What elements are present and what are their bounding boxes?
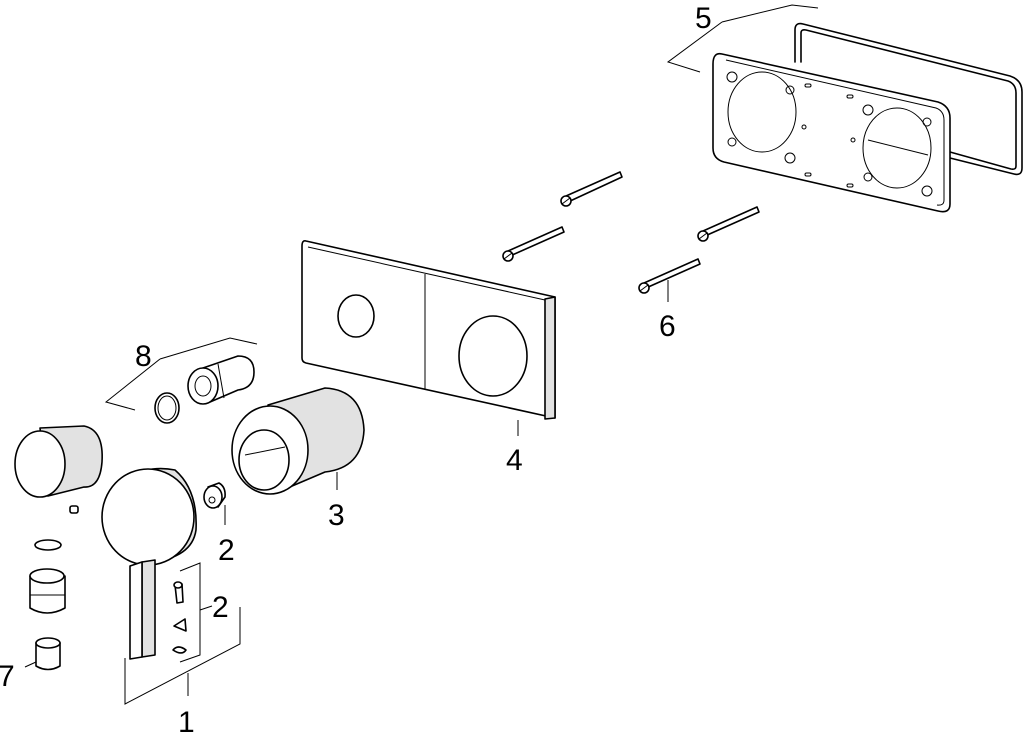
o-ring [34,539,62,551]
mounting-frame [712,52,951,213]
fixing-screws [502,171,760,294]
screw [697,206,760,242]
callout-8: 8 [135,340,152,373]
mounting-frame-seal [794,22,1023,176]
label-2-bracket [179,562,213,663]
cartridge-insert [35,637,61,671]
lever-handle [101,467,197,660]
label-8-leader [104,337,258,411]
screw [560,171,623,207]
extension-with-oring [154,355,255,424]
callout-6: 6 [659,310,676,343]
rosette-sleeve [231,387,365,495]
callout-7: 7 [0,660,15,693]
small-pin [69,505,79,514]
callout-2-screws: 2 [212,591,229,624]
screw-set [172,581,187,654]
callout-5: 5 [695,2,712,35]
adapter-nut [203,482,226,509]
label-5-leader [666,4,819,73]
cartridge-sleeve [29,568,66,614]
end-cap [14,425,103,498]
callout-4: 4 [506,444,523,477]
cover-plate [301,240,556,420]
screw [502,226,565,262]
callout-3: 3 [328,499,345,532]
label-1-bracket [124,607,241,705]
callout-2-nut: 2 [218,534,235,567]
callout-1: 1 [178,706,195,735]
screw [638,258,701,294]
